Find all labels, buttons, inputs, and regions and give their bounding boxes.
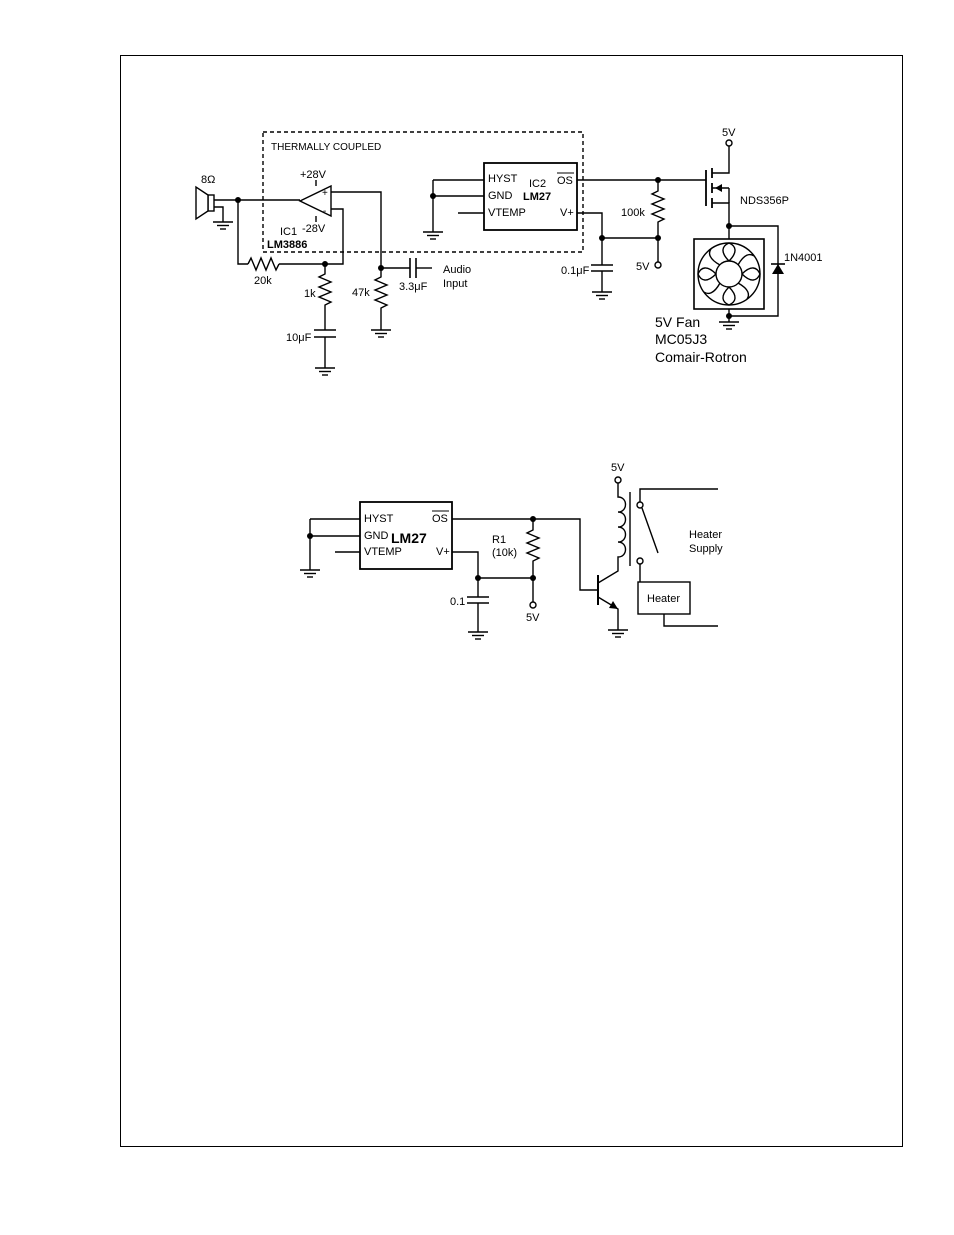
junction-dot (307, 533, 313, 539)
junction-dot (430, 193, 436, 199)
ic-os-pin: OS (432, 513, 448, 525)
junction-dot (726, 313, 732, 319)
ground-icon (468, 632, 488, 639)
inverting-sign: - (323, 206, 326, 217)
heater-supply-wire (640, 489, 718, 502)
supply-terminal (726, 140, 732, 146)
coil-supply-label: 5V (611, 462, 625, 474)
speaker-impedance-label: 8Ω (201, 174, 215, 186)
supply-terminal (530, 602, 536, 608)
ic1-reference-label: IC1 (280, 226, 297, 238)
ic2-part-label: LM27 (523, 191, 551, 203)
fan-control-circuit: THERMALLY COUPLED 8Ω 20k 1k 10μF + - +28… (196, 127, 823, 375)
npn-transistor (598, 568, 618, 630)
ic-hyst-pin: HYST (364, 513, 394, 525)
flyback-diode-icon (771, 264, 785, 274)
audio-input-label-line1: Audio (443, 264, 471, 276)
heater-supply-label-line2: Supply (689, 543, 723, 555)
input-bias-resistor-label: 47k (352, 287, 370, 299)
ic-vplus-pin: V+ (436, 546, 450, 558)
supply-terminal (615, 477, 621, 483)
supply-terminal (655, 262, 661, 268)
ground-leg-capacitor-label: 10μF (286, 332, 312, 344)
ground-leg-resistor-label: 1k (304, 288, 316, 300)
fan-label-line3: Comair-Rotron (655, 349, 747, 365)
ground-icon (300, 570, 320, 577)
mosfet-part-label: NDS356P (740, 195, 789, 207)
feedback-resistor-label: 20k (254, 275, 272, 287)
input-capacitor-label: 3.3μF (399, 281, 428, 293)
relay-switch-arm (642, 508, 658, 553)
r1-label-line1: R1 (492, 534, 506, 546)
ic2-gnd-pin: GND (488, 190, 513, 202)
ic2-hyst-pin: HYST (488, 173, 518, 185)
ic-part-label: LM27 (391, 530, 427, 546)
ic2-vtemp-pin: VTEMP (488, 207, 526, 219)
ic-gnd-pin: GND (364, 530, 389, 542)
fan-label-line1: 5V Fan (655, 314, 700, 330)
relay-contact (637, 558, 643, 564)
feedback-resistor (248, 258, 279, 270)
fan-icon (694, 239, 764, 309)
ground-icon (719, 322, 739, 329)
ground-icon (608, 630, 628, 637)
p-channel-mosfet (706, 146, 729, 226)
audio-input-label-line2: Input (443, 278, 467, 290)
negative-supply-label: -28V (302, 223, 326, 235)
bypass-capacitor-label: 0.1μF (561, 265, 590, 277)
relay-coil (618, 483, 626, 568)
speaker-icon (196, 187, 214, 219)
input-bias-resistor (375, 268, 387, 330)
non-inverting-sign: + (322, 188, 328, 199)
vplus-wire (577, 213, 658, 238)
heater-control-circuit: HYST GND VTEMP OS V+ LM27 R1 (10k) 5V 0.… (300, 462, 723, 639)
r1-label-line2: (10k) (492, 547, 517, 559)
pullup-resistor (652, 180, 664, 262)
ground-icon (213, 222, 233, 229)
diode-part-label: 1N4001 (784, 252, 823, 264)
relay-contact (637, 502, 643, 508)
pullup-supply-label: 5V (526, 612, 540, 624)
non-inverting-input-wire (331, 192, 381, 268)
thermal-coupling-label: THERMALLY COUPLED (271, 142, 381, 153)
bypass-capacitor-label: 0.1 (450, 596, 465, 608)
feedback-wire (238, 200, 248, 264)
ic2-vplus-pin: V+ (560, 207, 574, 219)
heater-label: Heater (647, 593, 680, 605)
ground-icon (315, 368, 335, 375)
speaker-ground-wire (214, 207, 223, 222)
heater-return-wire (664, 614, 718, 626)
heater-supply-label-line1: Heater (689, 529, 722, 541)
positive-supply-label: +28V (300, 169, 327, 181)
ground-leg-resistor (319, 264, 331, 330)
pullup-resistor-label: 100k (621, 207, 645, 219)
ground-icon (592, 292, 612, 299)
ic2-os-pin: OS (557, 175, 573, 187)
mosfet-supply-label: 5V (722, 127, 736, 139)
ground-icon (423, 232, 443, 239)
fan-label-line2: MC05J3 (655, 331, 707, 347)
pullup-resistor-r1 (527, 519, 539, 602)
ic1-part-label: LM3886 (267, 239, 307, 251)
ic-vtemp-pin: VTEMP (364, 546, 402, 558)
ground-icon (371, 330, 391, 337)
supply-label-pullup: 5V (636, 261, 650, 273)
ic2-reference-label: IC2 (529, 178, 546, 190)
os-output-wire (452, 519, 598, 590)
